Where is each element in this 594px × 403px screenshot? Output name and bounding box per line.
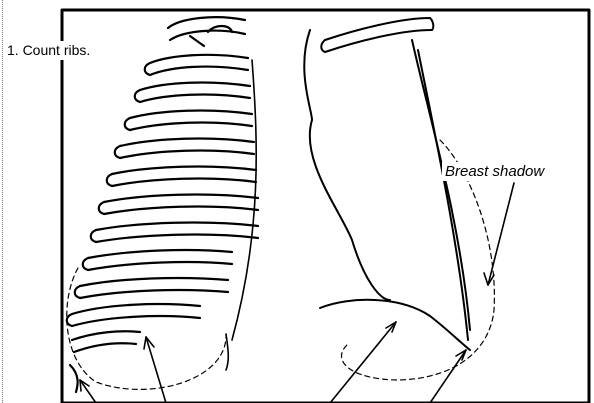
count-ribs-label: 1. Count ribs. xyxy=(4,41,93,60)
rib-arrow xyxy=(146,337,166,403)
costophrenic-arrow xyxy=(430,350,466,403)
frontal-rib-cage xyxy=(67,17,258,392)
diaphragm-arrow xyxy=(330,322,396,403)
image-frame xyxy=(62,10,589,403)
frontal-lower-curve xyxy=(226,334,228,370)
breast-shadow-arrow xyxy=(488,183,514,285)
lateral-view xyxy=(304,18,470,350)
breast-shadow-label: Breast shadow xyxy=(442,162,547,181)
frontal-breast-shadow xyxy=(67,268,226,389)
edge-arrow xyxy=(80,380,96,403)
